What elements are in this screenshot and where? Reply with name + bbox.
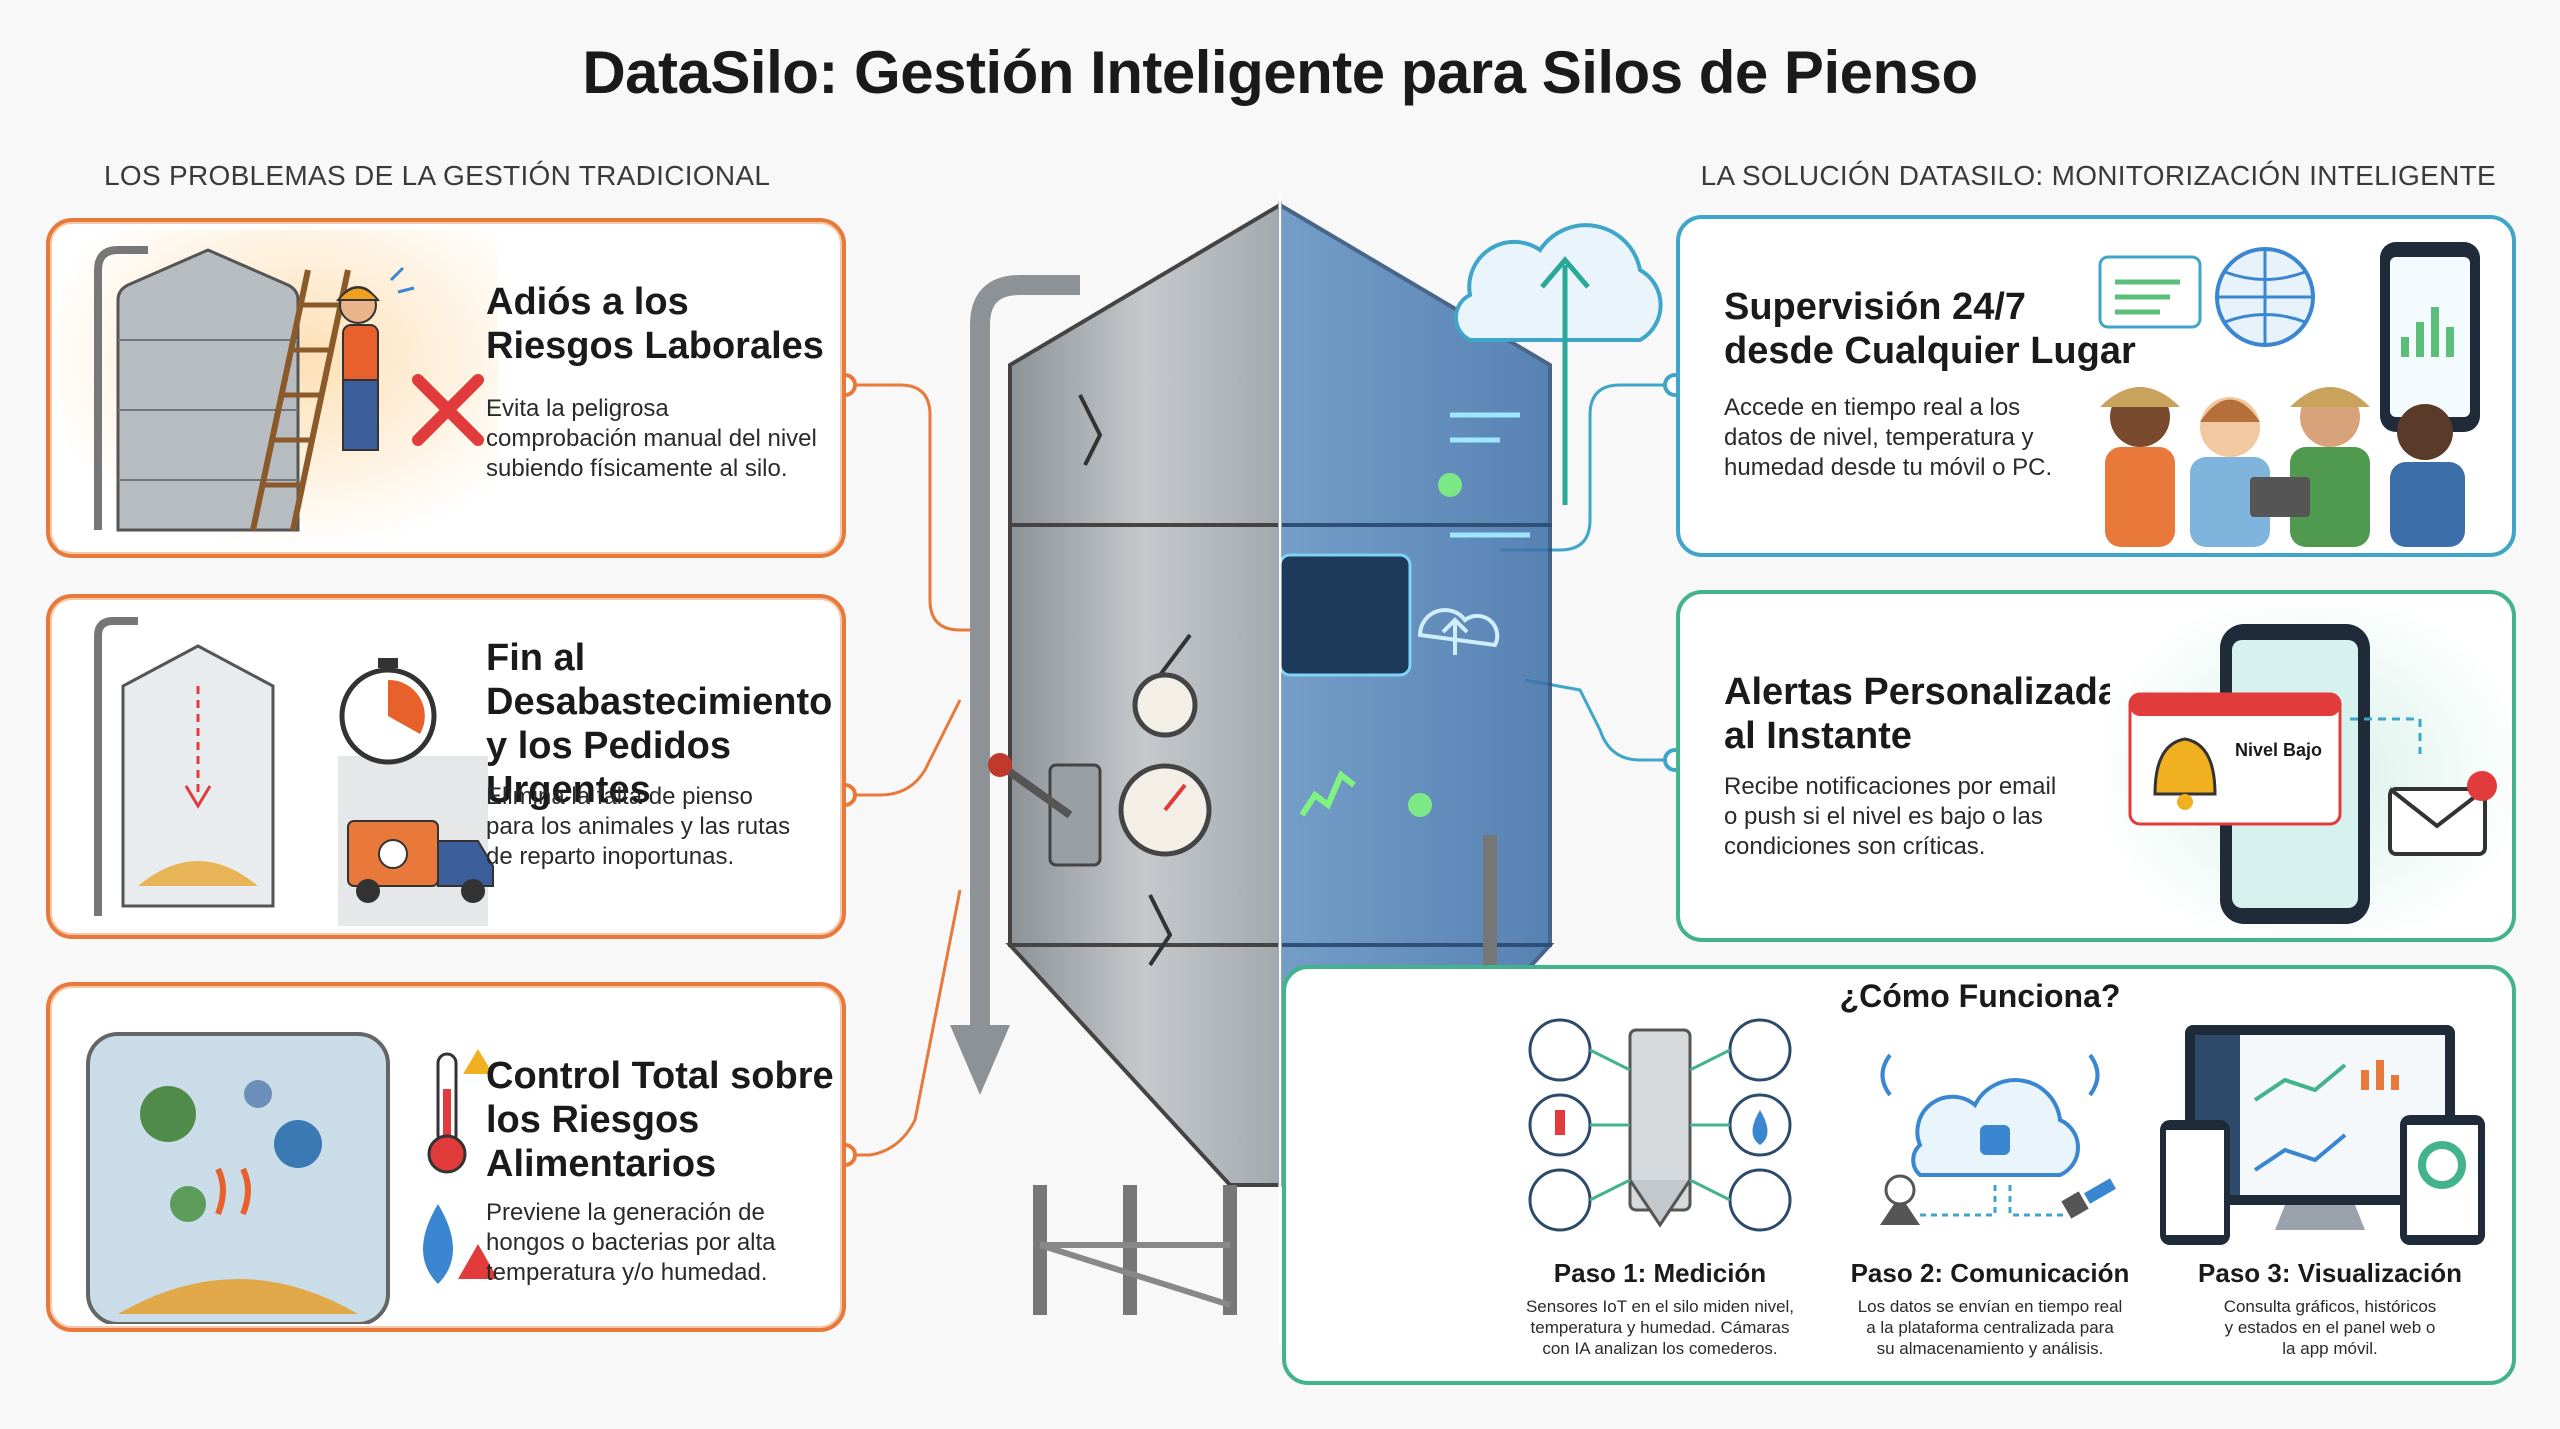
step-3-desc-line: la app móvil. <box>2282 1339 2378 1358</box>
delivery-truck-icon <box>347 820 494 903</box>
alert-label: Nivel Bajo <box>2235 740 2322 760</box>
solutions-heading: LA SOLUCIÓN DATASILO: MONITORIZACIÓN INT… <box>1700 160 2496 191</box>
connector-problem-3 <box>845 889 962 1157</box>
stopwatch-icon <box>339 658 437 765</box>
solution-desc-line: humedad desde tu móvil o PC. <box>1724 454 2053 481</box>
step-2-desc-line: a la plataforma centralizada para <box>1866 1318 2114 1337</box>
solution-desc-line: o push si el nivel es bajo o las <box>1724 803 2043 830</box>
problem-desc-line: Previene la generación de <box>486 1199 765 1226</box>
solution-title-line: Alertas Personalizadas <box>1724 671 2141 713</box>
problem-desc-line: de reparto inoportunas. <box>486 843 735 870</box>
problem-desc-line: Elimina la falta de pienso <box>486 783 753 810</box>
cloud-upload-icon <box>1417 608 1500 655</box>
connector-problem-2 <box>845 699 962 797</box>
warning-icon <box>458 1049 498 1279</box>
connector-solution-2 <box>1524 678 1675 762</box>
step-1-desc-line: con IA analizan los comederos. <box>1542 1339 1778 1358</box>
problem-title-line: Riesgos Laborales <box>486 325 824 367</box>
silo-mold-illustration <box>86 1032 498 1324</box>
step-3-title: Paso 3: Visualización <box>2198 1258 2462 1288</box>
smartphone-icon <box>2380 242 2480 432</box>
solution-title-line: desde Cualquier Lugar <box>1724 330 2136 372</box>
problem-title-line: los Riesgos <box>486 1099 700 1141</box>
email-icon <box>2388 771 2497 856</box>
step-2-desc-line: su almacenamiento y análisis. <box>1876 1339 2104 1358</box>
solution-desc-line: datos de nivel, temperatura y <box>1724 424 2034 451</box>
water-drop-icon <box>423 1204 453 1284</box>
how-it-works-title: ¿Cómo Funciona? <box>1839 978 2121 1014</box>
cloud-icon <box>1453 223 1663 505</box>
globe-icon <box>2215 247 2315 347</box>
step-3-desc-line: Consulta gráficos, históricos <box>2223 1297 2437 1316</box>
problem-title-line: Adiós a los <box>486 281 689 323</box>
step-3-desc-line: y estados en el panel web o <box>2224 1318 2436 1337</box>
solution-title-line: Supervisión 24/7 <box>1724 286 2027 328</box>
connector-problem-1 <box>845 383 985 632</box>
step-1-desc-line: temperatura y humedad. Cámaras <box>1530 1318 1790 1337</box>
bell-icon <box>2153 737 2217 810</box>
problem-desc-line: Evita la peligrosa <box>486 395 669 422</box>
farmers-with-devices-illustration <box>2098 242 2480 547</box>
solution-desc-line: Accede en tiempo real a los <box>1724 394 2021 421</box>
silo-shortage-illustration <box>94 617 494 926</box>
page-title: DataSilo: Gestión Inteligente para Silos… <box>582 39 1978 106</box>
solution-desc-line: condiciones son críticas. <box>1724 833 1986 860</box>
laptop-icon <box>2185 1025 2455 1230</box>
cross-icon <box>412 374 484 446</box>
problem-desc-line: subiendo físicamente al silo. <box>486 455 788 482</box>
problem-title-line: Alimentarios <box>486 1143 717 1185</box>
step-1-sensors-illustration <box>1528 1018 1792 1232</box>
problem-desc-line: para los animales y las rutas <box>486 813 791 840</box>
step-1-title: Paso 1: Medición <box>1553 1258 1767 1288</box>
alert-phone-illustration: Nivel Bajo <box>2110 604 2510 938</box>
problem-title-line: Control Total sobre <box>486 1055 834 1097</box>
problems-heading: LOS PROBLEMAS DE LA GESTIÓN TRADICIONAL <box>104 160 771 191</box>
problem-desc-line: temperatura y/o humedad. <box>486 1259 768 1286</box>
problem-desc-line: comprobación manual del nivel <box>486 425 817 452</box>
worker-on-ladder-icon <box>58 230 498 550</box>
step-3-dashboard-illustration <box>2160 1025 2485 1245</box>
antenna-icon <box>1880 1174 1920 1225</box>
problem-title-line: y los Pedidos Urgentes <box>486 725 731 811</box>
step-2-desc-line: Los datos se envían en tiempo real <box>1857 1297 2123 1316</box>
satellite-icon <box>2061 1178 2116 1219</box>
step-2-communication-illustration <box>1880 1053 2116 1225</box>
step-1-desc-line: Sensores IoT en el silo miden nivel, <box>1525 1297 1795 1316</box>
problem-title-line: Fin al <box>486 637 586 679</box>
thermometer-icon <box>427 1052 467 1174</box>
step-2-title: Paso 2: Comunicación <box>1850 1258 2130 1288</box>
connector-solution-1 <box>1500 383 1675 552</box>
problem-title-line: Desabastecimiento <box>486 681 833 723</box>
solution-title-line: al Instante <box>1724 715 1912 757</box>
solution-desc-line: Recibe notificaciones por email <box>1724 773 2057 800</box>
problem-desc-line: hongos o bacterias por alta <box>486 1229 776 1256</box>
